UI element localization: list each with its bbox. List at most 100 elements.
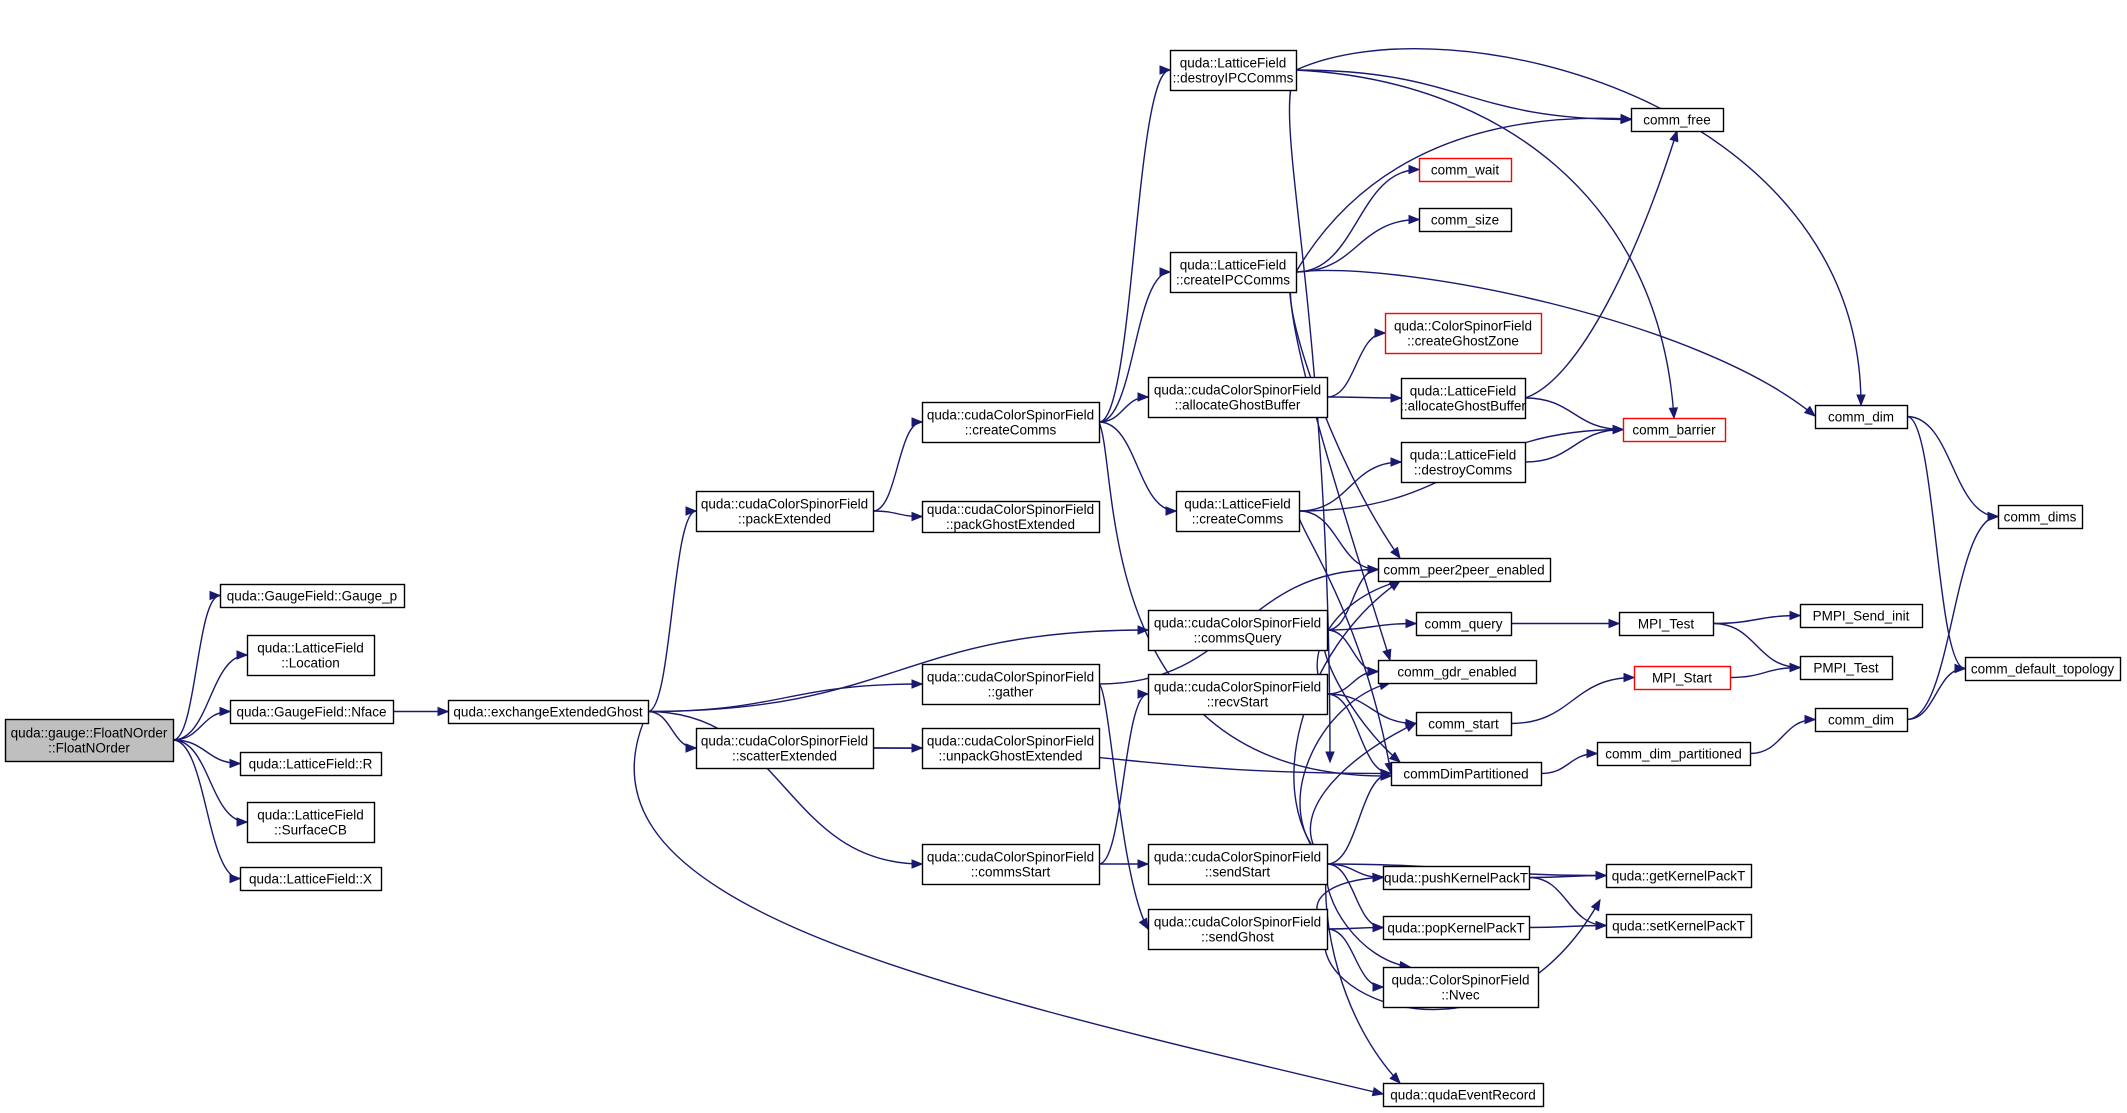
node-pmpi_test[interactable]: PMPI_Test [1799,655,1894,681]
node-label: quda::LatticeField::X [249,872,372,887]
edge-arrowhead [1367,564,1380,575]
node-comm_dims[interactable]: comm_dims [1997,504,2084,530]
edge-arrowhead [1405,618,1418,629]
node-gather[interactable]: quda::cudaColorSpinorField::gather [921,663,1101,706]
edge-arrowhead [1372,922,1385,933]
edge-arrowhead [1389,1072,1401,1084]
node-cdt[interactable]: comm_default_topology [1964,656,2122,682]
edge-line [1295,117,1632,273]
node-createipc[interactable]: quda::LatticeField::createIPCComms [1169,251,1298,294]
node-label: quda::cudaColorSpinorField [1154,383,1321,398]
edge-line [1324,863,1401,1084]
node-createcomms_l[interactable]: quda::LatticeField::createComms [1175,490,1301,533]
edge-createipc-to-comm_size [1295,214,1421,273]
node-comm_free[interactable]: comm_free [1630,107,1725,133]
node-popk[interactable]: quda::popKernelPackT [1382,915,1531,941]
edge-line [872,421,923,512]
node-destroyipc[interactable]: quda::LatticeField::destroyIPCComms [1169,49,1298,92]
node-creategz[interactable]: quda::ColorSpinorField::createGhostZone [1384,312,1543,355]
node-comm_query[interactable]: comm_query [1415,611,1513,637]
node-label: ::Location [281,656,340,671]
node-cdp[interactable]: commDimPartitioned [1390,761,1543,787]
node-commsquery[interactable]: quda::cudaColorSpinorField::commsQuery [1147,609,1329,652]
node-comm_dim1[interactable]: comm_dim [1814,404,1909,430]
edge-arrowhead [911,679,924,689]
node-unpackghostext[interactable]: quda::cudaColorSpinorField::unpackGhostE… [921,727,1101,770]
node-commsstart[interactable]: quda::cudaColorSpinorField::commsStart [921,843,1101,886]
node-eventrec[interactable]: quda::qudaEventRecord [1382,1082,1545,1108]
node-scatterext[interactable]: quda::cudaColorSpinorField::scatterExten… [695,727,875,770]
edge-arrowhead [1388,751,1402,763]
node-box [1390,761,1543,787]
node-eeg[interactable]: quda::exchangeExtendedGhost [447,699,650,725]
node-label: quda::LatticeField [1410,448,1517,463]
edge-destroyipc-to-comm_barrier [1295,69,1679,420]
edge-arrowhead [1408,164,1421,175]
node-mpi_test[interactable]: MPI_Test [1618,611,1715,637]
node-destroycomms[interactable]: quda::LatticeField::destroyComms [1400,441,1527,484]
node-box [1814,404,1909,430]
edge-allocghost_l-to-comm_free [1524,129,1679,399]
node-p2p[interactable]: comm_peer2peer_enabled [1377,557,1552,583]
edge-line [1098,271,1171,423]
edge-root-to-lf_r [172,739,242,769]
node-location[interactable]: quda::LatticeField::Location [246,634,376,677]
node-gdr[interactable]: comm_gdr_enabled [1377,659,1538,685]
node-pmpi_send_init[interactable]: PMPI_Send_init [1799,603,1924,629]
edge-line [1510,676,1635,725]
node-mpi_start[interactable]: MPI_Start [1633,665,1732,691]
edge-line [1098,683,1149,930]
node-label: quda::cudaColorSpinorField [1154,616,1321,631]
node-comm_dim_part[interactable]: comm_dim_partitioned [1596,741,1752,767]
node-box [1799,655,1894,681]
node-label: comm_start [1428,717,1499,732]
node-allocghost_c[interactable]: quda::cudaColorSpinorField::allocateGhos… [1147,376,1329,419]
node-getk[interactable]: quda::getKernelPackT [1605,863,1753,889]
edge-line [1524,130,1678,399]
node-comm_wait[interactable]: comm_wait [1418,157,1513,183]
node-sendghost[interactable]: quda::cudaColorSpinorField::sendGhost [1147,908,1329,951]
node-box [1147,908,1329,951]
node-createcomms_c[interactable]: quda::cudaColorSpinorField::createComms [921,401,1101,444]
node-gauge_p[interactable]: quda::GaugeField::Gauge_p [219,583,406,609]
node-box [695,490,875,533]
edge-recvstart-to-gdr [1326,666,1380,695]
node-root[interactable]: quda::gauge::FloatNOrder::FloatNOrder [4,718,175,763]
edge-line [1326,396,1402,399]
node-packext[interactable]: quda::cudaColorSpinorField::packExtended [695,490,875,533]
node-comm_barrier[interactable]: comm_barrier [1622,417,1727,443]
node-label: quda::LatticeField [257,808,364,823]
edge-arrowhead [236,650,249,660]
node-nface[interactable]: quda::GaugeField::Nface [229,699,395,725]
edge-arrowhead [1612,424,1625,435]
edge-line [1299,682,1391,865]
edge-line [1906,415,1966,670]
node-box [4,718,175,763]
node-comm_dim2[interactable]: comm_dim [1814,707,1909,733]
node-label: quda::cudaColorSpinorField [927,734,1094,749]
node-pushk[interactable]: quda::pushKernelPackT [1382,865,1531,891]
node-lf_x[interactable]: quda::LatticeField::X [239,866,383,892]
node-lf_r[interactable]: quda::LatticeField::R [239,751,383,777]
node-setk[interactable]: quda::setKernelPackT [1605,913,1753,939]
edge-arrowhead [1803,405,1817,417]
node-label: quda::qudaEventRecord [1390,1088,1536,1103]
edge-line [1295,69,1632,121]
edge-arrowhead [1159,267,1172,277]
edge-createipc-to-comm_free [1295,113,1633,273]
node-comm_size[interactable]: comm_size [1418,207,1513,233]
node-sendstart[interactable]: quda::cudaColorSpinorField::sendStart [1147,843,1329,886]
edge-line [633,711,1384,1095]
edge-arrowhead [1137,689,1150,699]
node-recvstart[interactable]: quda::cudaColorSpinorField::recvStart [1147,673,1329,716]
node-allocghost_l[interactable]: quda::LatticeField::allocateGhostBuffer [1400,377,1526,420]
node-nvec[interactable]: quda::ColorSpinorField::Nvec [1382,966,1540,1009]
node-comm_start[interactable]: comm_start [1415,711,1513,737]
node-packghostext[interactable]: quda::cudaColorSpinorField::packGhostExt… [921,500,1101,534]
node-surfacecb[interactable]: quda::LatticeField::SurfaceCB [246,801,376,844]
node-box [1175,490,1301,533]
edge-root-to-gauge_p [172,590,222,741]
edge-line [1906,667,1966,721]
node-box [1415,611,1513,637]
node-label: quda::cudaColorSpinorField [1154,680,1321,695]
